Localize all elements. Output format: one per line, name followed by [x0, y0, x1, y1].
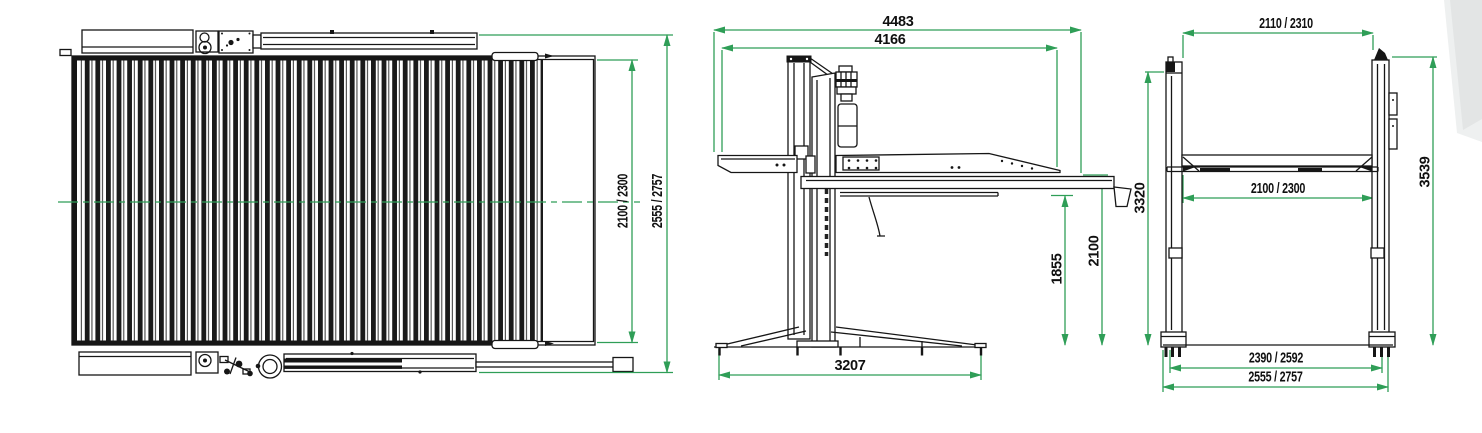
- front-view-dimensions: 2110 / 2310 3320 3539 2100 / 2300 2390 /…: [1132, 14, 1437, 392]
- front-view: 2110 / 2310 3320 3539 2100 / 2300 2390 /…: [1132, 14, 1437, 392]
- dim-side-clear-height: 2100: [1086, 235, 1102, 266]
- column-switch-box: [1388, 92, 1398, 116]
- dim-side-underride-height: 1855: [1049, 253, 1065, 284]
- dim-side-base-length: 3207: [834, 358, 865, 374]
- support-arm: [800, 175, 1115, 190]
- dim-front-height-left: 3320: [1132, 182, 1148, 213]
- top-beam: [81, 29, 194, 54]
- control-box: [218, 30, 254, 54]
- dim-front-platform-width: 2100 / 2300: [1251, 179, 1305, 196]
- top-view: 2100 / 2300 2555 / 2757: [58, 29, 673, 379]
- hinge-block: [59, 48, 72, 57]
- corner-decoration: [1444, 0, 1482, 142]
- dim-front-upper-width: 2110 / 2310: [1259, 14, 1313, 31]
- dim-side-overall-length: 4483: [882, 14, 913, 30]
- piston-rod: [475, 361, 615, 368]
- front-view-geometry: [1160, 48, 1398, 357]
- floor-anchors: [718, 347, 983, 356]
- platform-beam: [1181, 154, 1373, 167]
- dim-top-overall-width: 2555 / 2757: [648, 174, 665, 228]
- front-column-left: [1165, 61, 1183, 335]
- hydraulic-cylinder-end: [257, 354, 283, 379]
- cable-guide: [868, 196, 885, 237]
- dim-front-base-width-outer: 2555 / 2757: [1248, 368, 1302, 385]
- top-rail: [260, 32, 478, 50]
- bottom-beam: [78, 351, 192, 376]
- dim-top-platform-width: 2100 / 2300: [614, 174, 631, 228]
- front-column-right: [1371, 59, 1390, 335]
- platform-deck: [835, 152, 1061, 174]
- side-view: 4483 4166 1855 2100 3207: [713, 14, 1132, 380]
- dim-front-height-right: 3539: [1417, 156, 1433, 187]
- main-mast: [811, 72, 836, 348]
- column-panel: [1388, 118, 1398, 150]
- dim-front-base-width-inner: 2390 / 2592: [1249, 349, 1303, 366]
- platform-left-wing: [717, 154, 798, 174]
- pulley-box-bottom: [195, 351, 219, 374]
- edge-tab-bottom: [491, 339, 539, 350]
- dim-side-platform-length: 4166: [874, 32, 905, 48]
- rear-column: [787, 57, 811, 340]
- top-view-dimensions: 2100 / 2300 2555 / 2757: [479, 34, 673, 374]
- arm-end-hook: [1113, 186, 1132, 208]
- platform-slats: [79, 60, 543, 341]
- side-view-geometry: [714, 55, 1132, 356]
- base-leg-left: [720, 326, 807, 347]
- edge-tab-top: [491, 51, 539, 62]
- piston-rod-end: [612, 356, 634, 373]
- base-leg-right: [830, 326, 982, 347]
- side-view-dimensions: 4483 4166 1855 2100 3207: [713, 14, 1108, 380]
- top-view-geometry: [58, 29, 640, 379]
